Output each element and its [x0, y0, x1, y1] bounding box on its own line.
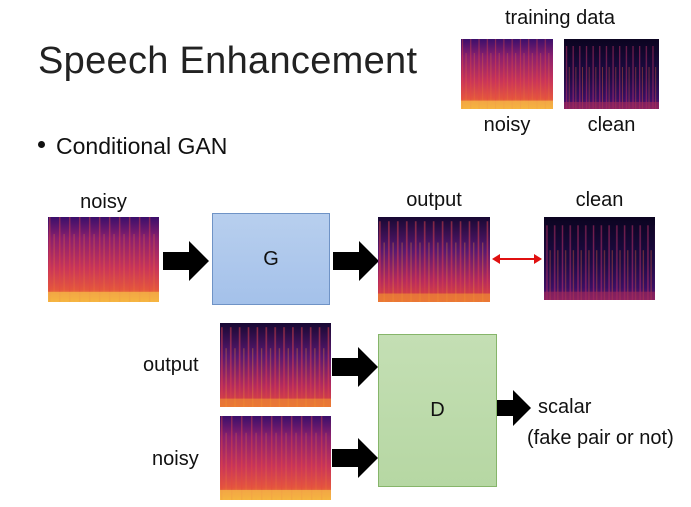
g-clean-label: clean	[575, 189, 624, 211]
generator-label: G	[263, 247, 279, 270]
bullet-text: Conditional GAN	[56, 133, 228, 159]
training-noisy-label: noisy	[483, 114, 531, 136]
training-noisy-spectrogram	[461, 39, 553, 109]
training-clean-spectrogram	[564, 39, 659, 109]
block-arrow-right-icon	[332, 347, 378, 387]
d-result-description: (fake pair or not)	[527, 427, 674, 449]
discriminator-label: D	[430, 399, 445, 421]
block-arrow-right-icon	[497, 390, 531, 426]
bullet-conditional-gan: Conditional GAN	[38, 133, 227, 160]
d-result-scalar: scalar	[538, 396, 592, 418]
g-output-spectrogram	[378, 217, 490, 302]
g-clean-spectrogram	[544, 217, 655, 300]
g-input-label: noisy	[80, 191, 127, 213]
double-headed-arrow-icon	[492, 254, 542, 264]
g-input-noisy-spectrogram	[48, 217, 159, 302]
block-arrow-right-icon	[333, 241, 379, 281]
d-output-label: output	[143, 354, 199, 376]
d-noisy-spectrogram	[220, 416, 331, 500]
slide-title: Speech Enhancement	[38, 40, 418, 82]
training-clean-label: clean	[587, 114, 636, 136]
bullet-dot	[38, 141, 45, 149]
block-arrow-right-icon	[163, 241, 209, 281]
block-arrow-right-icon	[332, 438, 378, 478]
discriminator-box: D	[378, 334, 497, 487]
training-data-heading: training data	[504, 7, 616, 29]
generator-box: G	[212, 213, 330, 305]
d-output-spectrogram	[220, 323, 331, 407]
d-noisy-label: noisy	[152, 448, 199, 470]
g-output-label: output	[406, 189, 462, 211]
